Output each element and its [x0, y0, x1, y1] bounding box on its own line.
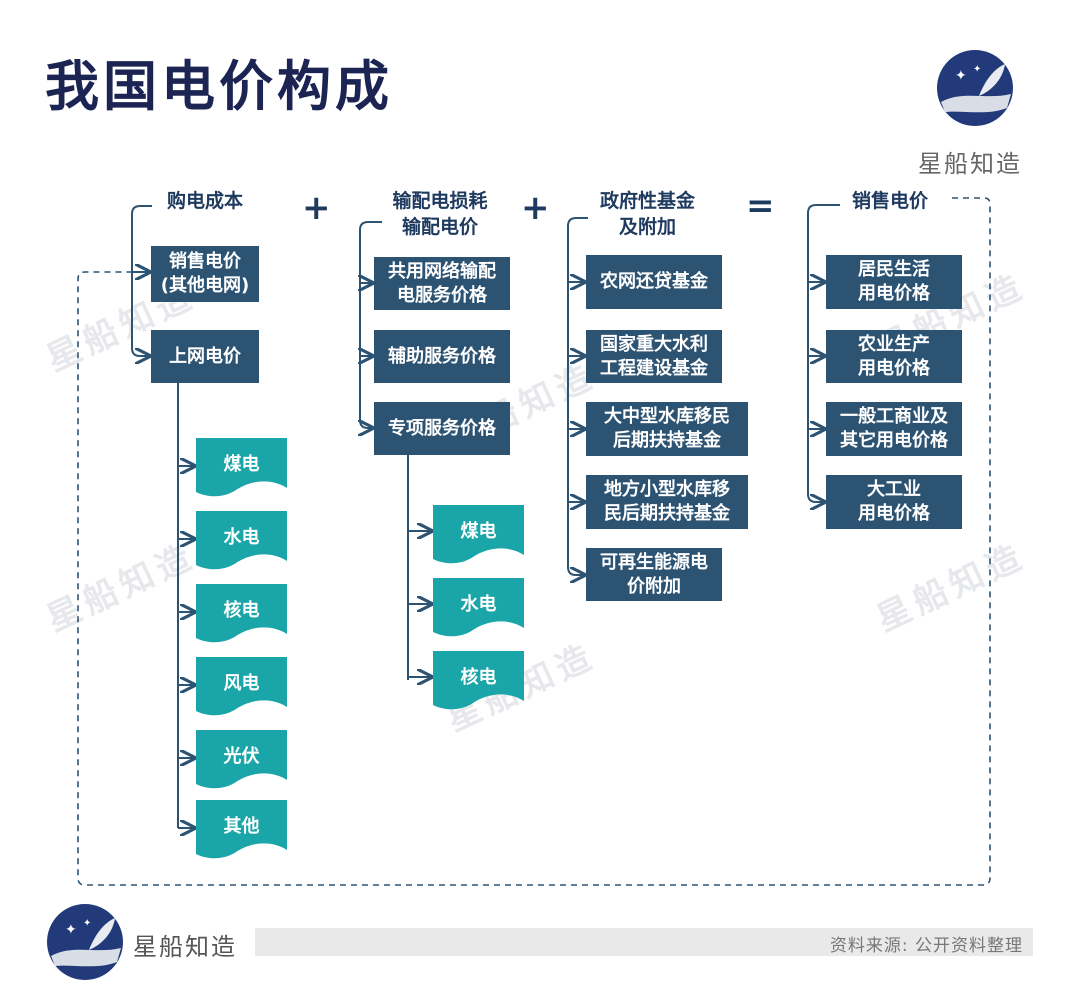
box-small-reservoir-fund: 地方小型水库移 民后期扶持基金: [586, 475, 748, 529]
header-government-funds: 政府性基金 及附加: [599, 190, 695, 238]
svg-text:✦: ✦: [955, 68, 967, 84]
box-shared-network-price: 共用网络输配 电服务价格: [374, 257, 510, 310]
source-note: 资料来源: 公开资料整理: [829, 936, 1023, 956]
brand-name: 星船知造: [918, 150, 1022, 178]
plus-operator: +: [302, 188, 331, 228]
box-large-reservoir-fund: 大中型水库移民 后期扶持基金: [586, 402, 748, 456]
page-title: 我国电价构成: [45, 55, 393, 118]
box-residential-price: 居民生活 用电价格: [826, 255, 962, 309]
box-sales-price-other-grid: 销售电价 (其他电网): [151, 246, 259, 302]
plus-operator: +: [521, 188, 550, 228]
svg-text:✦: ✦: [65, 922, 77, 938]
header-transmission: 输配电损耗 输配电价: [392, 190, 488, 238]
svg-text:✦: ✦: [83, 918, 91, 929]
box-ancillary-service-price: 辅助服务价格: [374, 330, 510, 383]
box-water-conservancy-fund: 国家重大水利 工程建设基金: [586, 330, 722, 383]
box-commercial-price: 一般工商业及 其它用电价格: [826, 402, 962, 456]
box-on-grid-price: 上网电价: [151, 330, 259, 383]
brand-logo-icon: ✦✦: [47, 904, 123, 980]
box-rural-grid-fund: 农网还贷基金: [586, 255, 722, 309]
box-renewable-surcharge: 可再生能源电 价附加: [586, 548, 722, 601]
svg-text:✦: ✦: [973, 64, 981, 75]
equals-operator: =: [746, 186, 775, 226]
header-purchase-cost: 购电成本: [166, 190, 243, 212]
brand-logo-icon: ✦✦: [937, 50, 1013, 126]
box-large-industry-price: 大工业 用电价格: [826, 475, 962, 529]
box-agricultural-price: 农业生产 用电价格: [826, 330, 962, 383]
box-special-service-price: 专项服务价格: [374, 402, 510, 455]
header-sales-price: 销售电价: [851, 190, 928, 212]
brand-name-footer: 星船知造: [133, 933, 237, 961]
source-bar: 资料来源: 公开资料整理: [255, 928, 1033, 956]
